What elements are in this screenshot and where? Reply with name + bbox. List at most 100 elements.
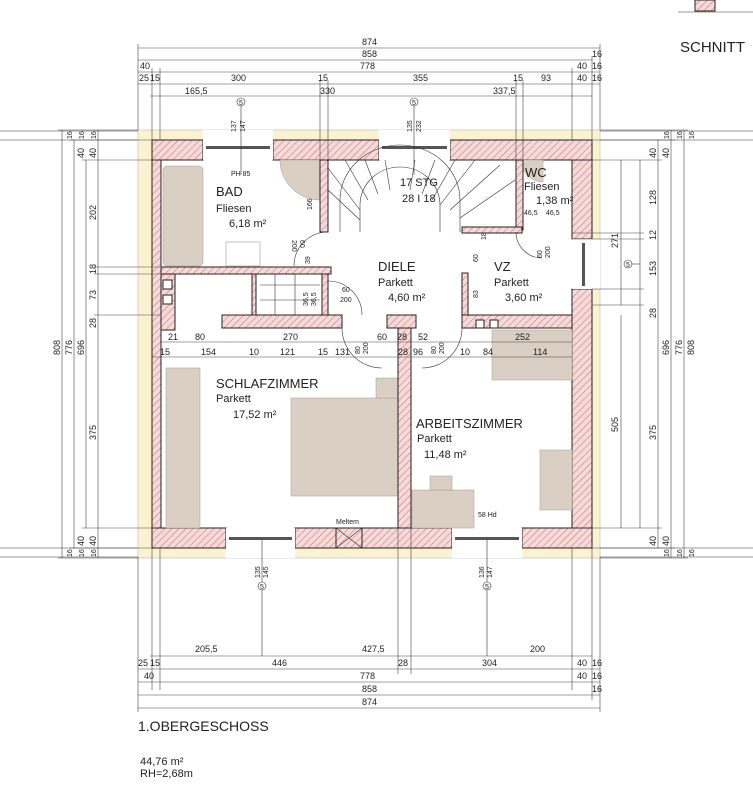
room-name: VZ	[494, 259, 511, 274]
dimensions-left: 808 776 696 16 16 16 40 40 202 18 73 28 …	[52, 129, 160, 559]
room-name: WC	[525, 165, 547, 180]
dimension-label: 40	[88, 148, 98, 158]
room-arbeitszimmer: ARBEITSZIMMER Parkett 11,48 m²	[416, 416, 523, 461]
dimension-label: 60	[298, 240, 305, 248]
dimension-label: 36,5	[311, 292, 318, 306]
dimension-label: 15	[513, 73, 523, 83]
dimension-label: 375	[88, 425, 98, 440]
wardrobe-right	[539, 449, 573, 511]
dimension-label: 135	[407, 120, 414, 132]
dimension-label: 874	[362, 697, 377, 707]
dimension-label: 16	[664, 549, 671, 557]
dimension-label: 205,5	[195, 644, 218, 654]
room-floor: Fliesen	[524, 181, 559, 193]
dimension-label: 15	[318, 347, 328, 357]
dimension-label: 16	[689, 131, 696, 139]
room-vz: VZ Parkett 3,60 m²	[494, 259, 543, 304]
dimension-label: 200	[545, 246, 552, 258]
dimensions-bottom: 205,5 427,5 200 25 15 446 28 304 40 16 4…	[137, 528, 602, 712]
dimension-label: 145	[263, 566, 270, 578]
dimension-label: 154	[201, 347, 216, 357]
door-swings	[293, 231, 543, 369]
room-bad: PH 85 BAD Fliesen 6,18 m²	[216, 171, 267, 230]
dimensions-top: 874 858 16 40 778 40 16 25 15 300 15 355…	[137, 37, 602, 160]
dimension-label: 200	[363, 342, 370, 354]
dimension-label: 776	[64, 340, 74, 355]
section-label: SCHNITT	[680, 39, 745, 56]
dimension-label: 375	[648, 425, 658, 440]
dimension-label: 16	[592, 684, 602, 694]
dimension-label: 15	[318, 73, 328, 83]
dimension-label: 16	[592, 658, 602, 668]
dimension-label: 778	[360, 61, 375, 71]
dimension-label: 114	[533, 347, 547, 357]
dimension-label: 25	[139, 73, 149, 83]
room-floor: Parkett	[417, 433, 452, 445]
dimension-label: 5	[260, 584, 264, 591]
dimension-label: 16	[592, 671, 602, 681]
dimension-label: 355	[413, 73, 428, 83]
dimension-label: 858	[362, 49, 377, 59]
dimension-label: 40	[577, 658, 587, 668]
dimension-label: 330	[320, 86, 335, 96]
room-wc: WC Fliesen 1,38 m² 46,5 46,5	[524, 165, 574, 217]
dimension-label: 858	[362, 684, 377, 694]
room-area: 11,48 m²	[424, 449, 467, 461]
dimension-label: 5	[412, 100, 416, 107]
dimension-label: 135	[255, 566, 262, 578]
dimension-label: 300	[231, 73, 246, 83]
stairs-label: 17 STG	[400, 177, 438, 189]
dimension-label: 16	[689, 549, 696, 557]
dimension-label: 40	[661, 148, 671, 158]
dimension-label: 304	[482, 658, 497, 668]
dimension-label: 16	[91, 131, 98, 139]
dimension-label: 252	[515, 332, 530, 342]
dimension-label: 778	[360, 671, 375, 681]
dimension-label: 60	[342, 287, 350, 294]
desk	[411, 489, 475, 529]
dimension-label: 80	[195, 332, 205, 342]
dimension-label: 232	[416, 120, 423, 132]
room-area: 4,60 m²	[388, 292, 426, 304]
dimension-label: 40	[76, 148, 86, 158]
dimension-label: 28	[397, 332, 407, 342]
dimension-label: 165,5	[185, 86, 208, 96]
dimension-label: 15	[150, 658, 160, 668]
dimension-label: 83	[473, 290, 480, 298]
dimension-label: 16	[677, 131, 684, 139]
dimension-label: 36,5	[303, 292, 310, 306]
shelf	[491, 329, 573, 381]
dimension-label: 16	[592, 49, 602, 59]
dimension-label: 18	[88, 264, 98, 274]
dimension-label: 137	[231, 120, 238, 132]
dimension-label: 5	[485, 584, 489, 591]
dimension-label: 337,5	[493, 86, 516, 96]
dimension-label: 271	[610, 233, 620, 248]
dimension-label: 270	[283, 332, 298, 342]
dimension-label: 696	[76, 340, 86, 355]
dimension-label: 147	[240, 120, 247, 132]
dimension-label: 40	[140, 61, 150, 71]
dimension-label: 147	[487, 566, 494, 578]
room-name: BAD	[216, 184, 243, 199]
hd-label: 58 Hd	[478, 512, 497, 519]
dimension-label: 28	[398, 658, 408, 668]
dimension-label: 40	[577, 73, 587, 83]
room-floor: Parkett	[378, 277, 413, 289]
floor-title: 1.OBERGESCHOSS	[138, 718, 269, 734]
dimension-label: 60	[377, 332, 387, 342]
dimension-label: 505	[610, 417, 620, 432]
dimension-label: 25	[138, 658, 148, 668]
dimension-label: 10	[460, 347, 470, 357]
dimension-label: 776	[674, 340, 684, 355]
dimension-label: 40	[88, 536, 98, 546]
dimension-label: 40	[648, 536, 658, 546]
dimension-label: 16	[67, 131, 74, 139]
room-schlafzimmer: SCHLAFZIMMER Parkett 17,52 m²	[216, 376, 319, 421]
dimension-label: 15	[160, 347, 170, 357]
dimension-label: 16	[91, 549, 98, 557]
dimension-label: 10	[249, 347, 259, 357]
washbasin	[225, 241, 261, 267]
room-name: SCHLAFZIMMER	[216, 376, 319, 391]
dimension-label: 12	[648, 230, 658, 240]
